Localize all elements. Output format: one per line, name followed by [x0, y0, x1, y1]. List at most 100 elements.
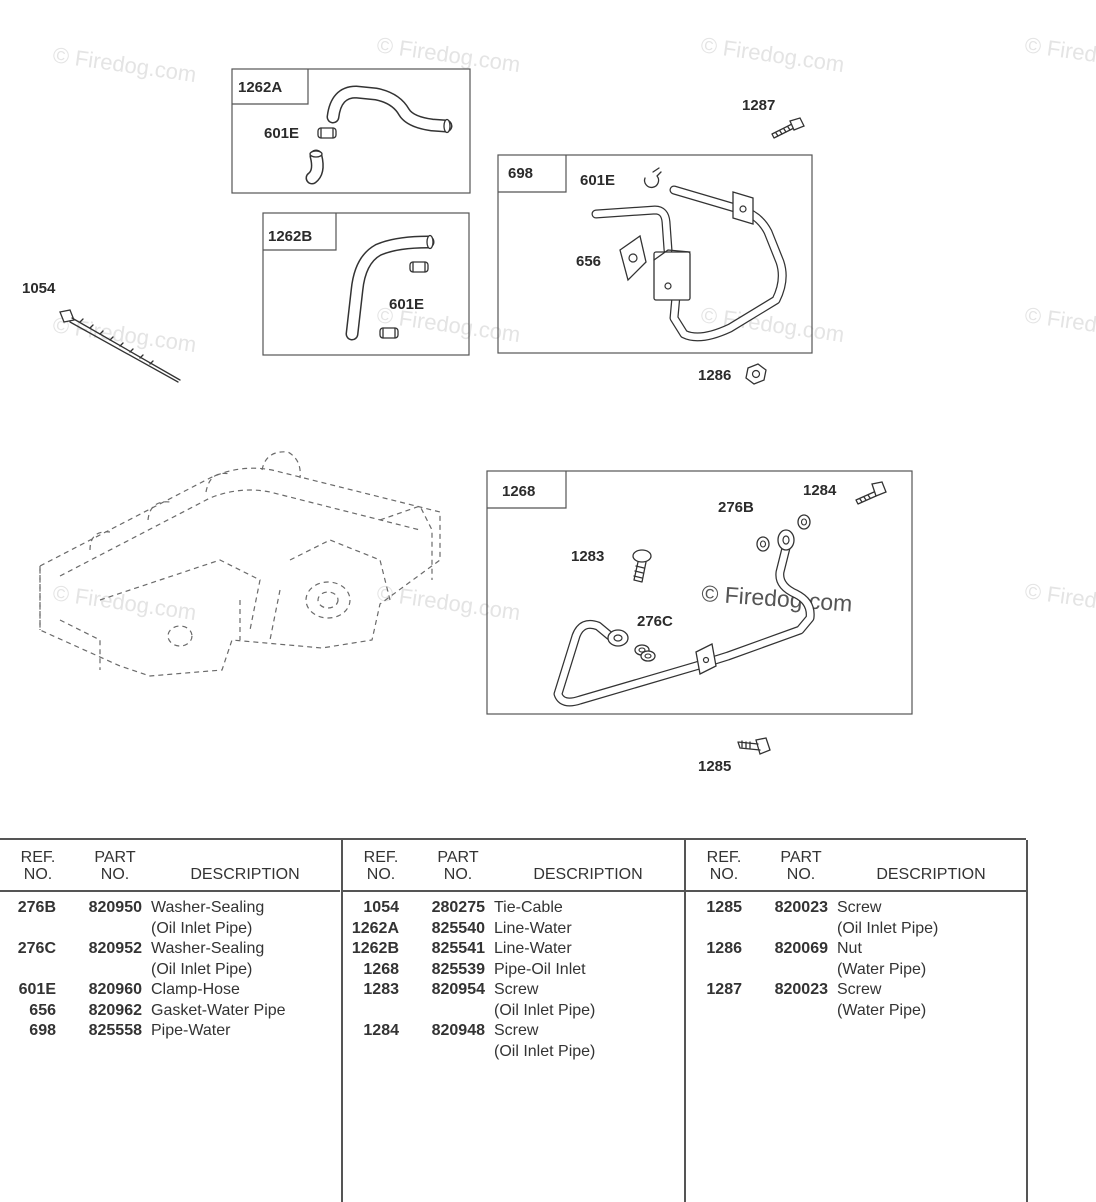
- cable-tie-1054: 1054: [22, 280, 181, 383]
- engine-block-outline: [39, 451, 441, 677]
- part-number: 820950: [88, 899, 142, 916]
- description-line: Gasket-Water Pipe: [151, 1001, 286, 1019]
- watermark: © Firedog.com: [375, 32, 522, 77]
- group-1262a: 1262A 601E: [231, 68, 471, 194]
- watermark: © Firedog.com: [1023, 32, 1096, 77]
- hose-clamp-icon: [317, 127, 337, 139]
- ref-number: 1262A: [351, 919, 399, 937]
- ref-number: 276B: [17, 899, 56, 916]
- part-description: Pipe-Oil Inlet: [494, 960, 684, 981]
- nut-1286: 1286: [698, 363, 767, 385]
- group-1262b: 1262B 601E: [262, 212, 470, 356]
- part-description: Line-Water: [494, 919, 684, 940]
- description-line: Screw: [837, 981, 882, 998]
- water-pipe-698: [591, 185, 787, 342]
- ref-number: 698: [29, 1022, 56, 1039]
- screw-icon: [632, 481, 887, 583]
- description-line: (Oil Inlet Pipe): [151, 919, 253, 937]
- banjo-fitting-icon: [607, 529, 795, 647]
- ref-number: 1286: [706, 940, 742, 957]
- description-line: (Oil Inlet Pipe): [837, 919, 939, 937]
- table-row: 1262A 825540 Line-Water: [343, 919, 685, 940]
- sealing-washer-icon: [634, 514, 811, 662]
- part-description: Line-Water: [494, 939, 684, 960]
- watermark-layer: © Firedog.com © Firedog.com © Firedog.co…: [51, 32, 1096, 625]
- part-number: 825540: [431, 919, 485, 937]
- part-number: 280275: [431, 899, 485, 916]
- water-line-1262a: [326, 85, 453, 134]
- watermark: © Firedog.com: [375, 580, 522, 625]
- parts-diagram: © Firedog.com © Firedog.com © Firedog.co…: [22, 32, 1096, 775]
- part-number: 820023: [774, 981, 828, 998]
- part-description: Tie-Cable: [494, 898, 684, 919]
- part-number: 820962: [88, 1001, 142, 1019]
- description-line: Screw: [494, 1022, 539, 1039]
- callout-698: 698: [508, 165, 533, 182]
- part-number: 825558: [88, 1022, 142, 1039]
- table-row: 698 825558 Pipe-Water: [0, 1021, 340, 1042]
- description-line: Line-Water: [494, 940, 572, 957]
- watermark: © Firedog.com: [51, 42, 198, 87]
- watermark: © Firedog.com: [699, 32, 846, 77]
- part-number: 820954: [431, 981, 485, 998]
- header-description: DESCRIPTION: [190, 866, 300, 883]
- ref-number: 1262B: [351, 940, 399, 957]
- part-description: Nut (Water Pipe): [837, 939, 1027, 980]
- watermark: © Firedog.com: [1023, 578, 1096, 623]
- callout-1284: 1284: [803, 482, 837, 499]
- description-line: Line-Water: [494, 919, 572, 937]
- description-line: (Water Pipe): [837, 1001, 927, 1019]
- watermark: © Firedog.com: [701, 580, 854, 616]
- part-description: Gasket-Water Pipe: [151, 1001, 341, 1022]
- water-line-1262b: [345, 234, 435, 341]
- table-row: 1054 280275 Tie-Cable: [343, 898, 685, 919]
- callout-1283: 1283: [571, 548, 604, 565]
- part-description: Screw(Oil Inlet Pipe): [837, 898, 1027, 939]
- description-line: Washer-Sealing: [151, 940, 265, 957]
- ref-number: 1268: [363, 960, 399, 978]
- part-number: 825539: [431, 960, 485, 978]
- hose-clamp-icon: [379, 261, 429, 339]
- part-description: Pipe-Water: [151, 1021, 341, 1042]
- part-description: Screw (Water Pipe): [837, 980, 1027, 1021]
- callout-1262a: 1262A: [238, 79, 282, 96]
- part-number: 825541: [431, 940, 485, 957]
- watermark: © Firedog.com: [699, 302, 846, 347]
- description-line: Nut: [837, 940, 862, 957]
- description-line: (Oil Inlet Pipe): [494, 1042, 596, 1060]
- table-row: 1262B 825541 Line-Water: [343, 939, 685, 960]
- part-number: 820960: [88, 981, 142, 998]
- description-line: Pipe-Oil Inlet: [494, 960, 586, 978]
- part-description: Washer-Sealing(Oil Inlet Pipe): [151, 939, 341, 980]
- header-ref-no: REF.NO.: [706, 849, 742, 883]
- callout-1054: 1054: [22, 280, 56, 297]
- hose-elbow-icon: [305, 149, 324, 185]
- watermark: © Firedog.com: [51, 580, 198, 625]
- callout-1285: 1285: [698, 758, 731, 775]
- description-line: Washer-Sealing: [151, 899, 265, 916]
- header-description: DESCRIPTION: [876, 866, 986, 883]
- callout-601e-b: 601E: [389, 296, 424, 313]
- part-description: Clamp-Hose: [151, 980, 341, 1001]
- description-line: (Water Pipe): [837, 960, 927, 978]
- watermark: © Firedog.com: [1023, 302, 1096, 347]
- description-line: Clamp-Hose: [151, 981, 240, 998]
- part-description: Washer-Sealing (Oil Inlet Pipe): [151, 898, 341, 939]
- ref-number: 1283: [363, 981, 399, 998]
- ref-number: 1054: [363, 899, 399, 916]
- description-line: Screw: [494, 981, 539, 998]
